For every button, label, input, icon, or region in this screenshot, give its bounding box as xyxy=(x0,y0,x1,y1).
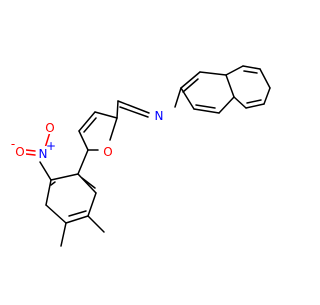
bond xyxy=(50,173,79,181)
bond xyxy=(233,96,247,109)
nitro-plus-charge: + xyxy=(46,139,56,153)
bond xyxy=(78,130,89,151)
bond xyxy=(245,103,265,109)
bond xyxy=(117,100,150,114)
furan-oxygen-label: O xyxy=(103,145,112,159)
bond xyxy=(218,96,235,114)
bond xyxy=(77,149,89,175)
bond xyxy=(116,100,119,119)
bond xyxy=(44,131,51,149)
bond xyxy=(45,204,67,224)
bond xyxy=(195,104,216,109)
structure-canvas: O N N + O O - xyxy=(0,0,300,300)
bond xyxy=(243,70,258,74)
nitro-oxygen-double-label: O xyxy=(45,121,54,135)
molecule-structure: O N N + O O - xyxy=(0,0,300,300)
bond xyxy=(182,78,199,93)
bond xyxy=(199,71,227,76)
bond xyxy=(45,179,52,206)
atom-labels: O N N + O O - xyxy=(11,108,165,161)
label-mask xyxy=(44,120,56,134)
bond xyxy=(246,99,262,104)
bond xyxy=(83,117,97,133)
bond xyxy=(119,106,149,118)
bond xyxy=(180,87,195,110)
bond xyxy=(87,215,105,233)
bond xyxy=(180,71,201,89)
bond xyxy=(259,68,271,89)
bond xyxy=(174,87,182,108)
imine-nitrogen-label: N xyxy=(155,109,164,123)
bond xyxy=(39,161,52,181)
bond xyxy=(109,117,118,141)
bond xyxy=(87,192,97,217)
bond xyxy=(225,74,235,98)
nitro-minus-charge: - xyxy=(11,137,15,151)
label-mask xyxy=(37,146,49,160)
bond xyxy=(60,222,67,247)
bond xyxy=(77,173,97,194)
bond xyxy=(65,215,89,224)
background xyxy=(0,0,300,300)
bond xyxy=(68,210,87,217)
bond xyxy=(81,177,96,189)
bond xyxy=(242,65,261,70)
bond xyxy=(225,65,244,76)
nitro-bonds xyxy=(25,131,51,156)
bond xyxy=(25,153,36,156)
bond xyxy=(263,87,271,105)
bond xyxy=(94,111,118,119)
bond xyxy=(25,149,36,152)
label-mask xyxy=(14,144,26,158)
bonds xyxy=(39,65,271,247)
label-mask xyxy=(153,108,165,122)
nitro-oxygen-single-label: O xyxy=(15,145,24,159)
nitro-nitrogen-label: N xyxy=(39,147,48,161)
bond xyxy=(50,181,56,186)
label-mask xyxy=(102,144,114,158)
bond xyxy=(78,111,96,132)
bond xyxy=(193,108,220,114)
